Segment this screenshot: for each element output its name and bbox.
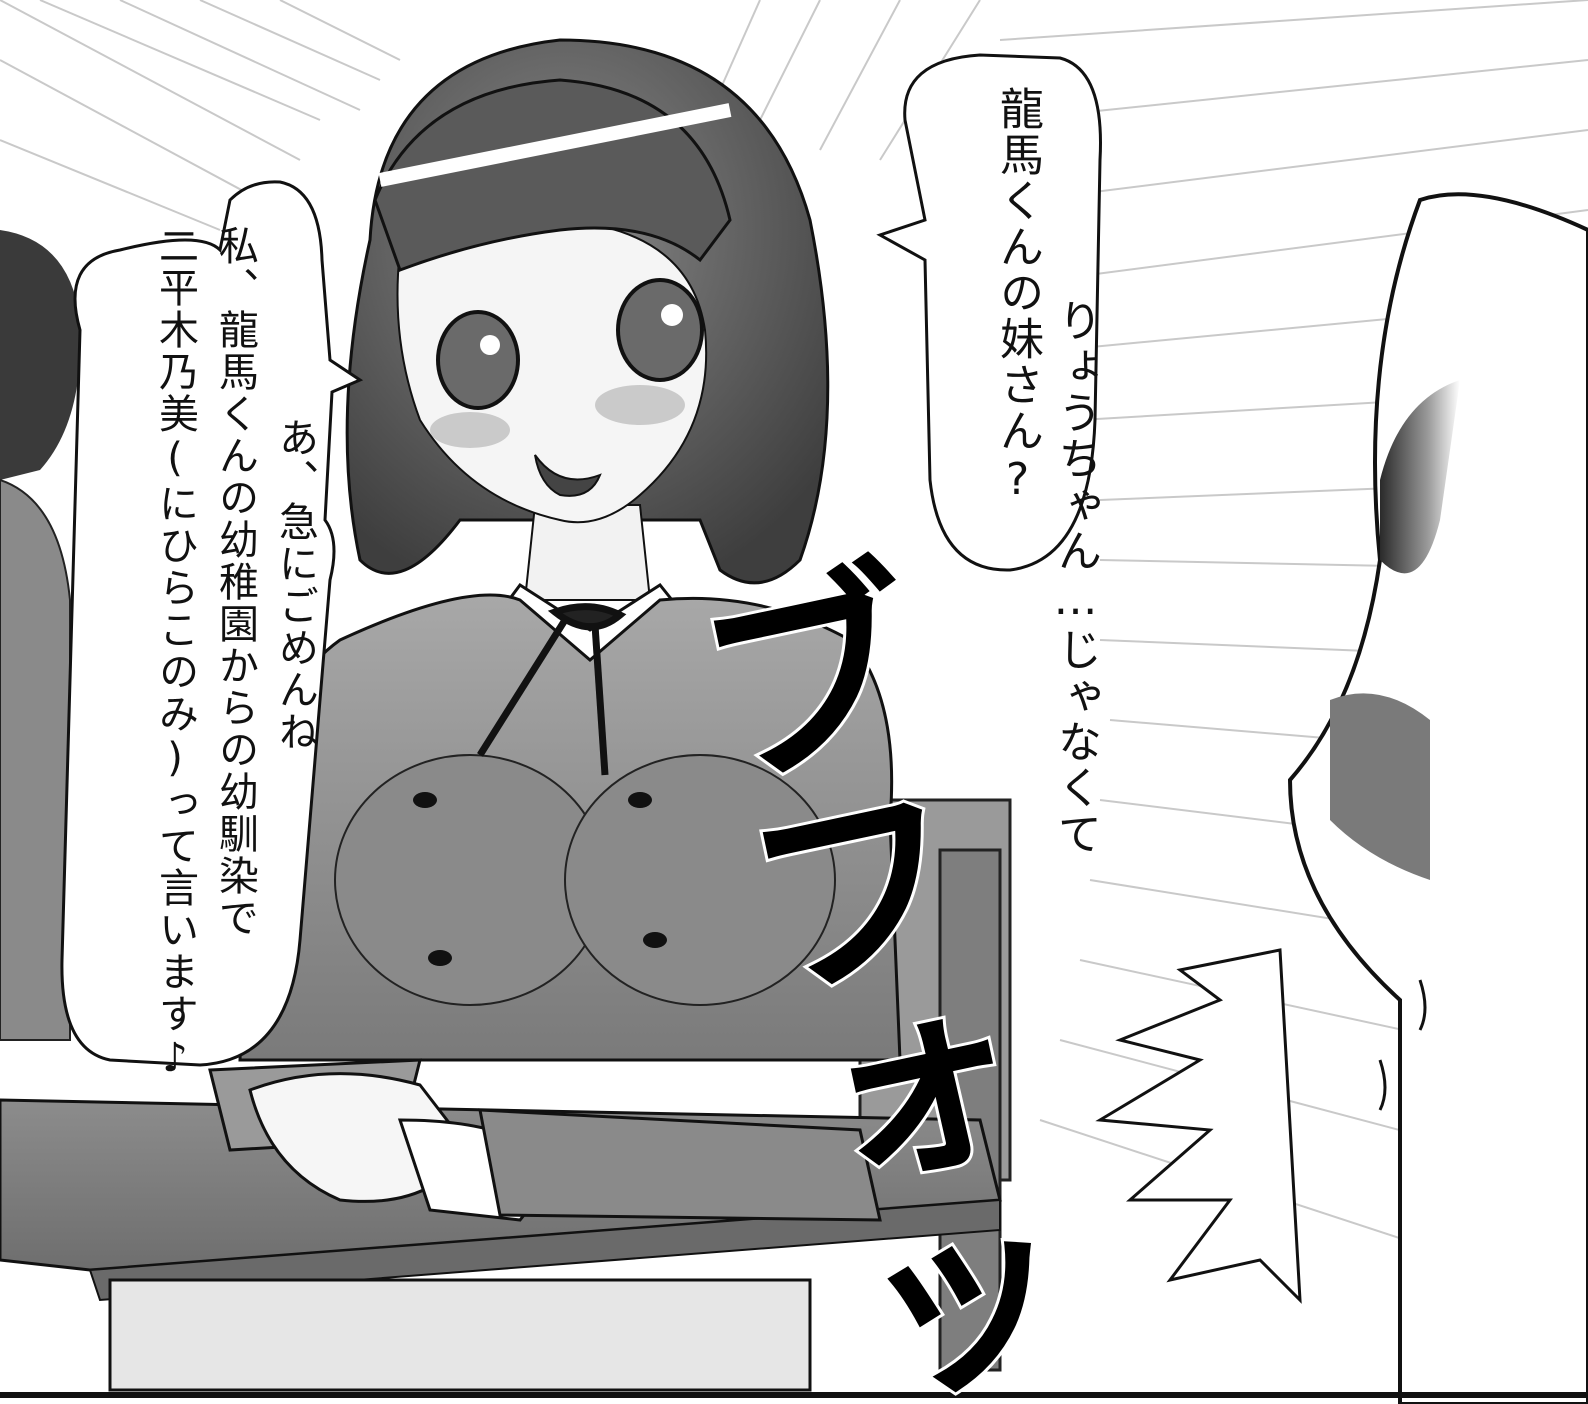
ribbon — [477, 603, 627, 776]
left-figure — [0, 230, 81, 1041]
bubble-right-text: りょうちゃん…じゃなくて 龍馬くんの妹さん? — [930, 86, 1162, 857]
bubble-right-line2: 龍馬くんの妹さん? — [992, 86, 1043, 507]
bubble-right-shape — [876, 53, 1102, 572]
right-figure — [1095, 192, 1588, 1404]
bubble-right-line1: りょうちゃん…じゃなくて — [1050, 298, 1101, 857]
bubble-left-line3: 二平木乃美(にひらこのみ)って言います♪ — [152, 225, 198, 1083]
bubble-left-line1: あ、急にごめんね — [272, 417, 318, 753]
eyes — [436, 278, 704, 410]
mouth — [534, 454, 602, 497]
bubble-left-shape — [60, 180, 364, 1067]
bubble-left-line2: 私、龍馬くんの幼稚園からの幼馴染で — [212, 225, 258, 939]
bubble-left-text: あ、急にごめんね 私、龍馬くんの幼稚園からの幼馴染で 二平木乃美(にひらこのみ)… — [85, 225, 385, 1083]
